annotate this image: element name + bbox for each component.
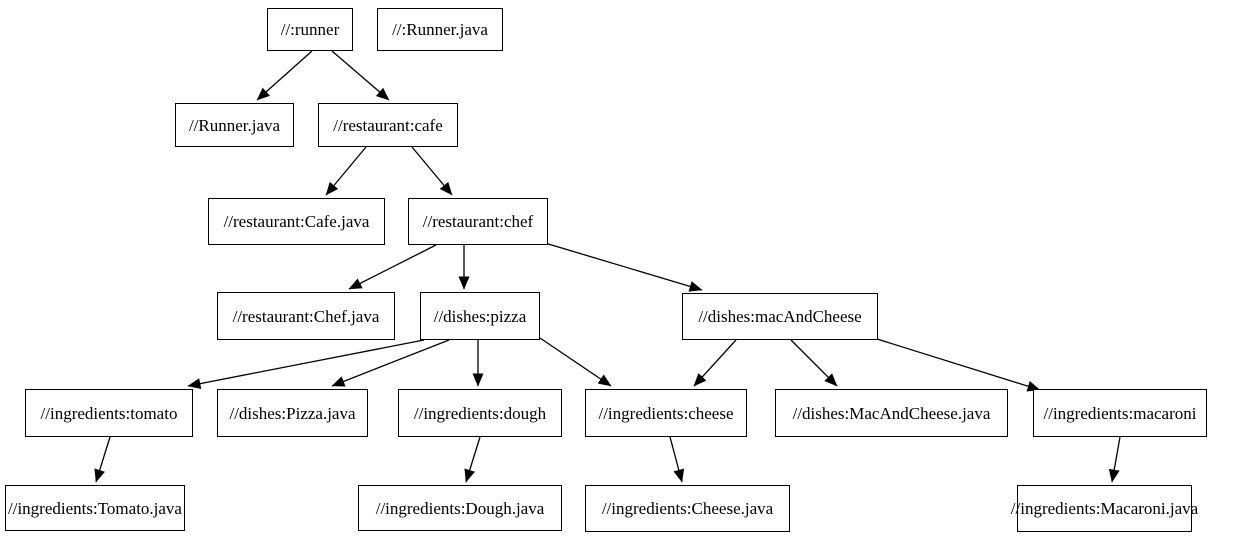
graph-node-chef-java: //restaurant:Chef.java [217,292,395,340]
edge-group [94,50,1121,483]
graph-edge-tomato-to-tomato-java [94,436,111,483]
graph-edge-mac-and-cheese-to-mac-and-cheese-java [790,339,838,387]
graph-node-dough-java: //ingredients:Dough.java [358,485,562,531]
graph-node-cheese-java: //ingredients:Cheese.java [585,485,790,532]
graph-node-mac-and-cheese: //dishes:macAndCheese [682,293,878,340]
graph-edge-cafe-to-chef [411,146,453,196]
graph-edge-macaroni-to-macaroni-java [1108,436,1121,483]
graph-node-label: //ingredients:Cheese.java [601,499,774,518]
graph-node-runner: //:runner [267,8,353,51]
graph-node-label: //:Runner.java [392,20,488,39]
graph-node-label: //dishes:macAndCheese [698,307,862,326]
graph-node-label: //ingredients:macaroni [1043,403,1197,423]
graph-edge-mac-and-cheese-to-cheese [693,339,737,387]
graph-node-label: //dishes:MacAndCheese.java [792,403,991,423]
graph-node-label: //dishes:pizza [433,306,527,326]
graph-node-pizza: //dishes:pizza [420,292,540,340]
graph-edge-chef-to-chef-java [348,244,437,290]
graph-edge-pizza-to-tomato [187,339,425,390]
graph-node-cheese: //ingredients:cheese [585,389,747,437]
graph-edge-pizza-to-pizza-java [331,339,450,387]
graph-node-tomato-java: //ingredients:Tomato.java [5,485,185,531]
graph-node-tomato: //ingredients:tomato [25,389,193,437]
graph-edge-runner-to-cafe [331,50,390,101]
graph-node-label: //dishes:Pizza.java [229,403,356,423]
graph-node-cafe: //restaurant:cafe [318,103,458,147]
graph-node-label: //ingredients:cheese [598,403,734,423]
graph-node-dough: //ingredients:dough [398,389,562,437]
graph-node-label: //ingredients:Dough.java [375,498,545,518]
graph-node-label: //ingredients:tomato [40,403,178,423]
graph-node-label: //Runner.java [188,115,281,135]
graph-node-runner-java: //Runner.java [175,103,294,147]
graph-node-mac-and-cheese-java: //dishes:MacAndCheese.java [775,389,1008,437]
graph-node-label: //restaurant:Cafe.java [223,212,370,231]
graph-node-label: //:runner [280,20,340,39]
graph-node-macaroni: //ingredients:macaroni [1033,389,1207,437]
graph-node-label: //ingredients:Tomato.java [8,498,182,518]
graph-edge-runner-to-runner-java [256,50,313,101]
graph-edge-chef-to-mac-and-cheese [544,242,703,292]
graph-edge-pizza-to-cheese [539,337,612,387]
graph-edge-mac-and-cheese-to-macaroni [876,338,1041,392]
graph-node-label: //restaurant:Chef.java [232,306,380,326]
graph-node-label: //restaurant:cafe [333,115,443,135]
graph-node-chef: //restaurant:chef [408,198,548,245]
graph-node-label: //restaurant:chef [422,212,534,231]
graph-edge-dough-to-dough-java [464,436,481,483]
graph-node-label: //ingredients:Macaroni.java [1010,499,1199,518]
graph-node-macaroni-java: //ingredients:Macaroni.java [1011,485,1198,532]
graph-edge-cheese-to-cheese-java [669,436,685,483]
graph-node-label: //ingredients:dough [413,403,547,423]
graph-node-root-runner-java: //:Runner.java [377,8,503,51]
graph-node-cafe-java: //restaurant:Cafe.java [208,198,385,245]
graph-node-pizza-java: //dishes:Pizza.java [217,389,368,437]
graph-edge-cafe-to-cafe-java [325,146,367,196]
